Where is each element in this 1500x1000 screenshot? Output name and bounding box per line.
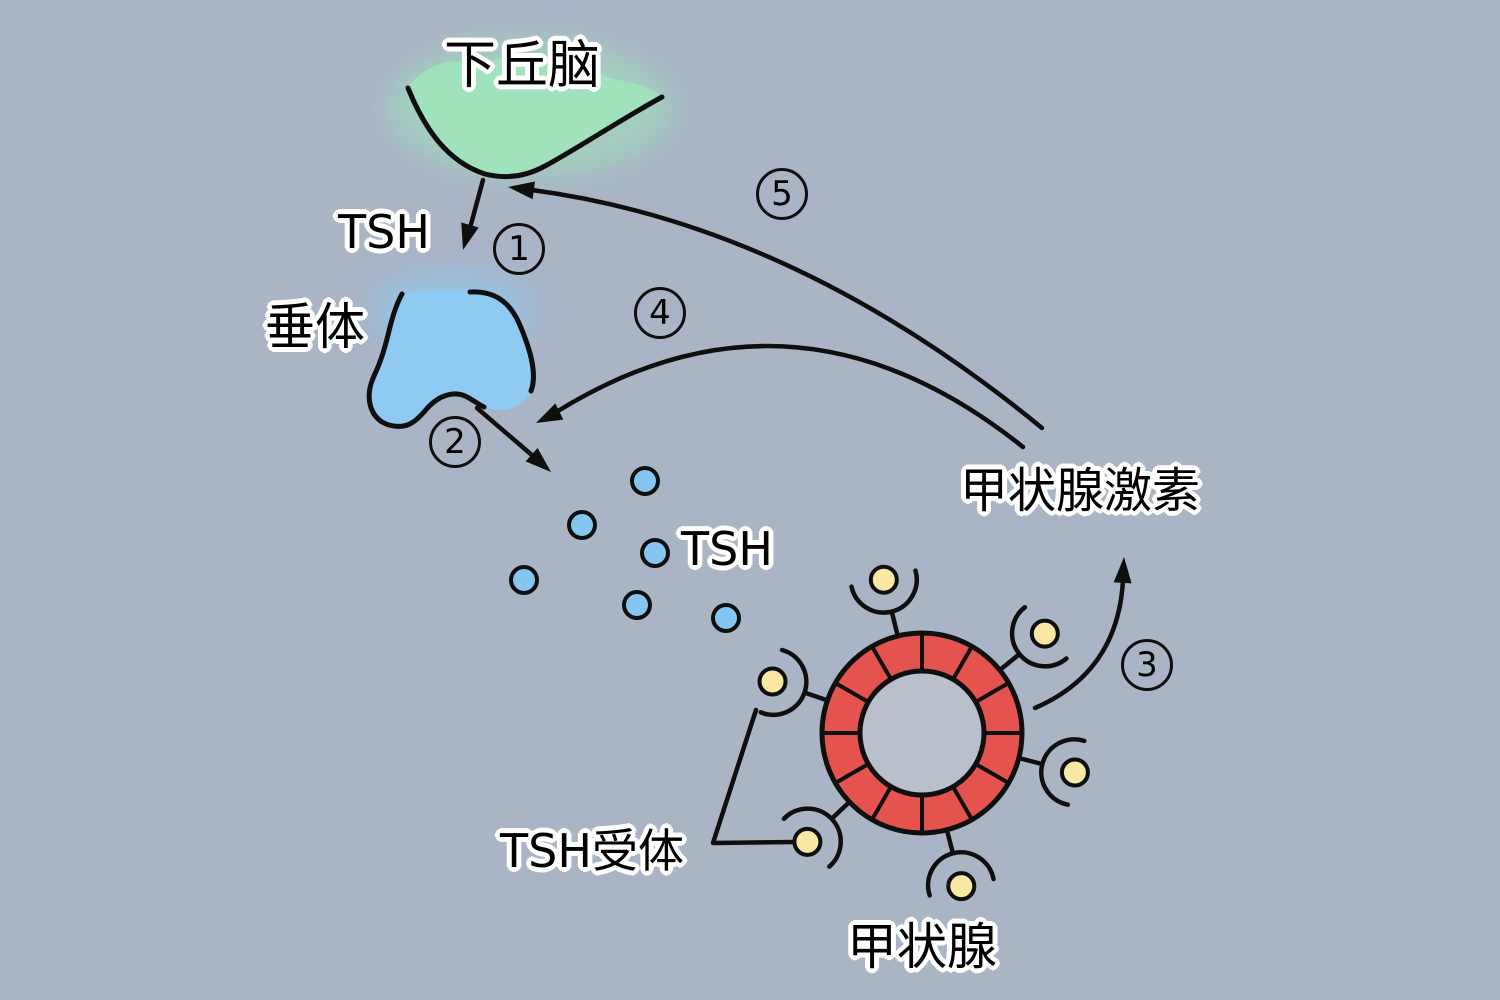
receptor-ball	[868, 564, 899, 595]
arrow-2-shaft	[474, 405, 536, 459]
receptor-cup-arc	[1009, 604, 1069, 669]
step-1-badge: 1	[493, 223, 545, 275]
hypothalamus-outline	[405, 85, 665, 180]
step-2-number: 2	[444, 422, 466, 462]
arrow-3-head	[1113, 557, 1132, 584]
hypothalamus-label: 下丘脑	[443, 36, 601, 96]
step-3-number: 3	[1136, 645, 1158, 685]
arrow-4-curve	[555, 343, 1026, 450]
thyroid-label: 甲状腺	[847, 918, 997, 976]
receptor-ball	[792, 826, 823, 857]
step-4-number: 4	[649, 293, 671, 333]
step-5-badge: 5	[756, 168, 808, 220]
tsh-label-middle: TSH	[681, 522, 773, 576]
receptor-ball	[1029, 618, 1060, 649]
receptor-ball	[1059, 757, 1090, 788]
receptor-ball	[757, 666, 788, 697]
tsh-receptor-symbol	[849, 564, 919, 639]
tsh-dot	[509, 565, 539, 595]
receptor-cup-arc	[1039, 737, 1087, 807]
hypothalamus-shape	[408, 56, 662, 177]
receptor-cup-arc	[781, 806, 843, 869]
step-5-number: 5	[771, 174, 793, 214]
arrow-4-head	[536, 403, 564, 423]
receptor-cup-arc	[758, 647, 809, 718]
receptor-stalk-line	[944, 827, 956, 856]
step-3-badge: 3	[1121, 639, 1173, 691]
receptor-stalk-line	[997, 652, 1021, 673]
pituitary-shape	[369, 290, 534, 427]
arrow-5-curve	[529, 187, 1045, 431]
receptor-cup-arc	[925, 850, 996, 898]
tsh-receptor-label: TSH受体	[500, 824, 684, 878]
step-4-badge: 4	[634, 287, 686, 339]
tsh-dot	[567, 510, 597, 540]
arrow-1-head	[461, 222, 479, 250]
tsh-receptor-symbol	[925, 827, 996, 902]
tsh-receptor-pointer-lines	[710, 707, 798, 846]
receptor-stalk-line	[889, 610, 901, 639]
tsh-dot	[622, 590, 652, 620]
receptor-stalk-line	[829, 799, 852, 821]
receptor-stalk-line	[1016, 755, 1045, 767]
tsh-dot	[630, 466, 660, 496]
receptor-ball	[946, 871, 977, 902]
thyroid-follicle	[757, 564, 1090, 902]
tsh-receptor-symbol	[781, 799, 852, 869]
pituitary-label: 垂体	[265, 298, 365, 356]
tsh-dot	[711, 603, 741, 633]
tsh-receptor-symbol	[757, 647, 830, 718]
arrow-1-shaft	[467, 177, 486, 231]
step-1-number: 1	[508, 229, 530, 269]
arrow-3-curve	[1032, 577, 1126, 711]
pituitary-outline-right	[467, 289, 536, 394]
pituitary-outline-left	[366, 291, 487, 429]
thyroid-hormone-label: 甲状腺激素	[959, 463, 1201, 519]
receptor-cup-arc	[849, 568, 919, 615]
tsh-receptor-symbol	[1016, 737, 1090, 807]
follicle-cell-dividers	[820, 631, 1024, 835]
tsh-dots	[509, 466, 741, 633]
receptor-stalk-line	[802, 690, 830, 703]
step-2-badge: 2	[429, 416, 481, 468]
thyroid-lumen	[857, 668, 987, 798]
tsh-receptor-symbol	[997, 604, 1069, 673]
arrow-5-head	[508, 181, 535, 200]
tsh-label-top: TSH	[338, 205, 430, 259]
tsh-dot	[640, 538, 670, 568]
arrow-2-head	[525, 448, 551, 472]
